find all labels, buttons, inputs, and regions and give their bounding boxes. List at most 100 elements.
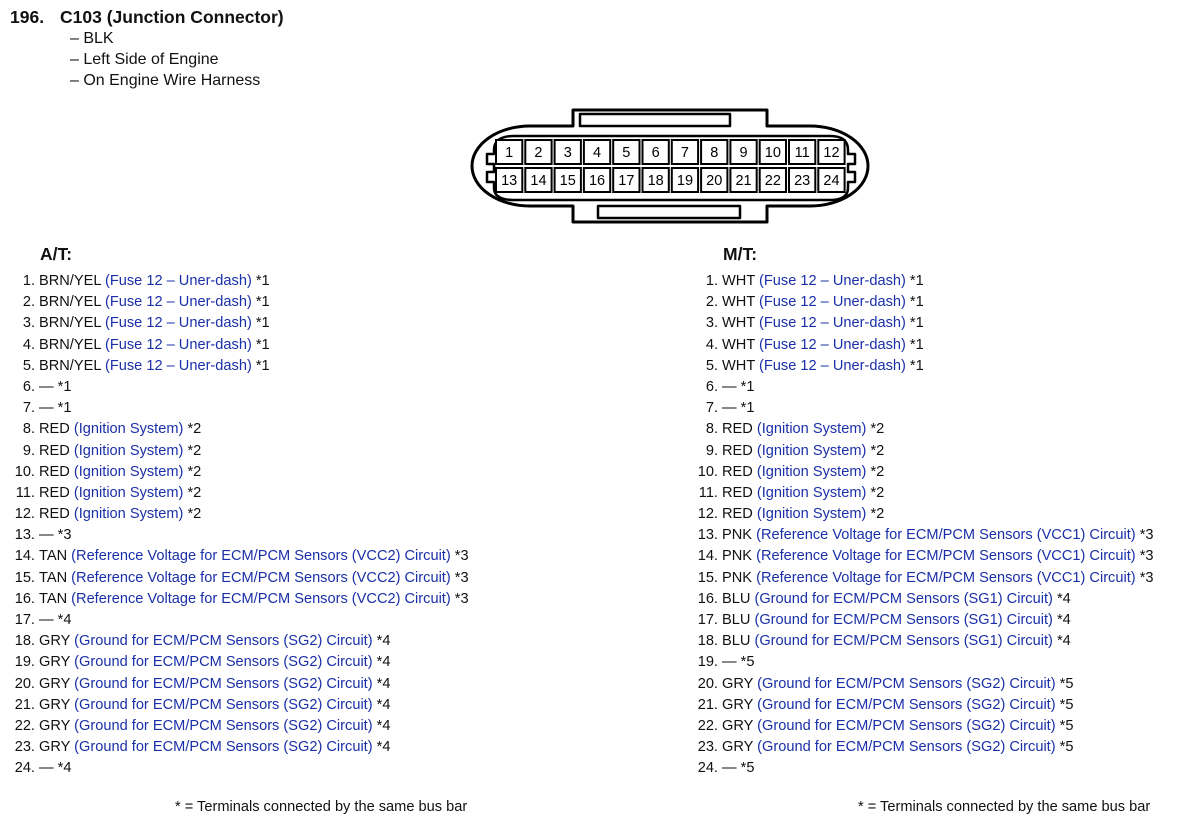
terminal-row: 3.WHT (Fuse 12 – Uner-dash) *1 [683, 313, 1190, 334]
wire-color: GRY [39, 654, 71, 671]
circuit-description: (Fuse 12 – Uner-dash) [104, 273, 252, 289]
terminal-row: 19.— *5 [683, 652, 1190, 673]
bus-bar-note: *1 [57, 378, 72, 395]
terminal-row: 14.PNK (Reference Voltage for ECM/PCM Se… [683, 546, 1190, 567]
connector-pin-number: 14 [530, 173, 546, 189]
terminal-row: 8.RED (Ignition System) *2 [683, 419, 1190, 440]
wire-color: GRY [722, 675, 754, 692]
circuit-description: (Reference Voltage for ECM/PCM Sensors (… [756, 527, 1136, 544]
terminal-number: 13. [697, 527, 718, 544]
connector-bottom-key [596, 204, 742, 220]
circuit-description: (Ground for ECM/PCM Sensors (SG2) Circui… [757, 739, 1056, 756]
terminal-row: 6.— *1 [683, 377, 1190, 398]
bus-bar-note: *1 [909, 336, 924, 353]
wire-color: RED [722, 484, 753, 501]
circuit-description: (Ground for ECM/PCM Sensors (SG1) Circui… [754, 633, 1053, 650]
wire-color: BRN/YEL [39, 336, 101, 353]
connector-pin-cell [670, 139, 700, 165]
bus-bar-note: *1 [255, 273, 270, 289]
terminal-number: 24. [14, 760, 35, 777]
terminal-row: 3.BRN/YEL (Fuse 12 – Uner-dash) *1 [0, 313, 600, 334]
bus-bar-note: *1 [740, 400, 755, 417]
terminal-row: 5.WHT (Fuse 12 – Uner-dash) *1 [683, 356, 1190, 377]
item-number: 196. [10, 7, 45, 27]
bus-bar-note: *1 [909, 315, 924, 332]
circuit-description: (Ground for ECM/PCM Sensors (SG2) Circui… [757, 675, 1056, 692]
bus-bar-note: *5 [1059, 675, 1074, 692]
terminal-number: 12. [14, 506, 35, 523]
terminal-number: 23. [697, 739, 718, 756]
circuit-description: (Ground for ECM/PCM Sensors (SG1) Circui… [754, 590, 1053, 607]
terminal-number: 3. [705, 315, 718, 332]
bus-bar-note: *2 [870, 463, 885, 480]
wire-color: — [39, 400, 54, 417]
terminal-row: 12.RED (Ignition System) *2 [683, 504, 1190, 525]
terminal-row: 15.TAN (Reference Voltage for ECM/PCM Se… [0, 568, 600, 589]
wire-color: RED [39, 442, 70, 459]
terminal-number: 10. [14, 463, 35, 480]
circuit-description: (Ground for ECM/PCM Sensors (SG2) Circui… [74, 675, 373, 692]
terminal-row: 18.BLU (Ground for ECM/PCM Sensors (SG1)… [683, 631, 1190, 652]
terminal-row: 23.GRY (Ground for ECM/PCM Sensors (SG2)… [683, 737, 1190, 758]
terminal-row: 24.— *4 [0, 758, 600, 779]
wire-color: BLU [722, 633, 751, 650]
circuit-description: (Ground for ECM/PCM Sensors (SG2) Circui… [74, 696, 373, 713]
wire-color: GRY [39, 739, 71, 756]
connector-pin-number: 12 [823, 145, 839, 161]
wire-color: BLU [722, 612, 751, 628]
terminal-number: 18. [697, 633, 718, 650]
terminal-number: 9. [705, 442, 718, 459]
wire-color: — [722, 760, 737, 777]
wire-color: RED [39, 506, 70, 523]
connector-pin-cell [729, 139, 758, 165]
terminal-number: 16. [14, 590, 35, 607]
circuit-description: (Fuse 12 – Uner-dash) [759, 273, 906, 289]
terminal-row: 20.GRY (Ground for ECM/PCM Sensors (SG2)… [683, 674, 1190, 695]
terminal-row: 7.— *1 [683, 398, 1190, 419]
bus-bar-note: *3 [454, 590, 469, 607]
wire-color: GRY [39, 633, 71, 650]
wire-color: BRN/YEL [39, 315, 101, 332]
terminal-row: 12.RED (Ignition System) *2 [0, 504, 600, 525]
wire-color: — [722, 654, 737, 671]
terminal-number: 15. [14, 569, 35, 586]
terminal-row: 6.— *1 [0, 377, 600, 398]
terminal-number: 12. [697, 506, 718, 523]
bus-bar-note: *2 [187, 463, 202, 480]
document-header: 196.C103 (Junction Connector) – BLK – Le… [10, 6, 284, 91]
bus-bar-note: *5 [740, 760, 755, 777]
circuit-description: (Reference Voltage for ECM/PCM Sensors (… [756, 569, 1136, 586]
connector-pin-cell [758, 139, 788, 165]
terminal-row: 16.BLU (Ground for ECM/PCM Sensors (SG1)… [683, 589, 1190, 610]
terminal-number: 15. [697, 569, 718, 586]
connector-pin-number: 11 [795, 145, 810, 161]
terminal-number: 14. [14, 548, 35, 565]
wire-color: GRY [722, 717, 754, 734]
circuit-description: (Ground for ECM/PCM Sensors (SG2) Circui… [74, 717, 373, 734]
terminal-row: 10.RED (Ignition System) *2 [0, 462, 600, 483]
terminal-row: 14.TAN (Reference Voltage for ECM/PCM Se… [0, 546, 600, 567]
connector-pin-cell [612, 167, 641, 193]
bus-bar-note: *4 [376, 633, 391, 650]
connector-pin-cell [758, 167, 788, 193]
wire-color: — [39, 527, 54, 544]
wire-color: GRY [722, 696, 754, 713]
wire-color: BRN/YEL [39, 357, 101, 374]
circuit-description: (Ground for ECM/PCM Sensors (SG2) Circui… [74, 654, 373, 671]
circuit-description: (Ground for ECM/PCM Sensors (SG2) Circui… [74, 739, 373, 756]
wire-color: — [722, 378, 737, 395]
circuit-description: (Fuse 12 – Uner-dash) [759, 315, 906, 332]
terminal-number: 1. [22, 273, 35, 289]
terminal-row: 9.RED (Ignition System) *2 [0, 441, 600, 462]
connector-pin-cell [670, 167, 700, 193]
bus-bar-note: *2 [870, 484, 885, 501]
terminal-number: 21. [14, 696, 35, 713]
circuit-description: (Reference Voltage for ECM/PCM Sensors (… [71, 548, 451, 565]
wire-color: BRN/YEL [39, 294, 101, 311]
connector-pin-number: 15 [560, 173, 576, 189]
connector-pin-cell [641, 167, 670, 193]
